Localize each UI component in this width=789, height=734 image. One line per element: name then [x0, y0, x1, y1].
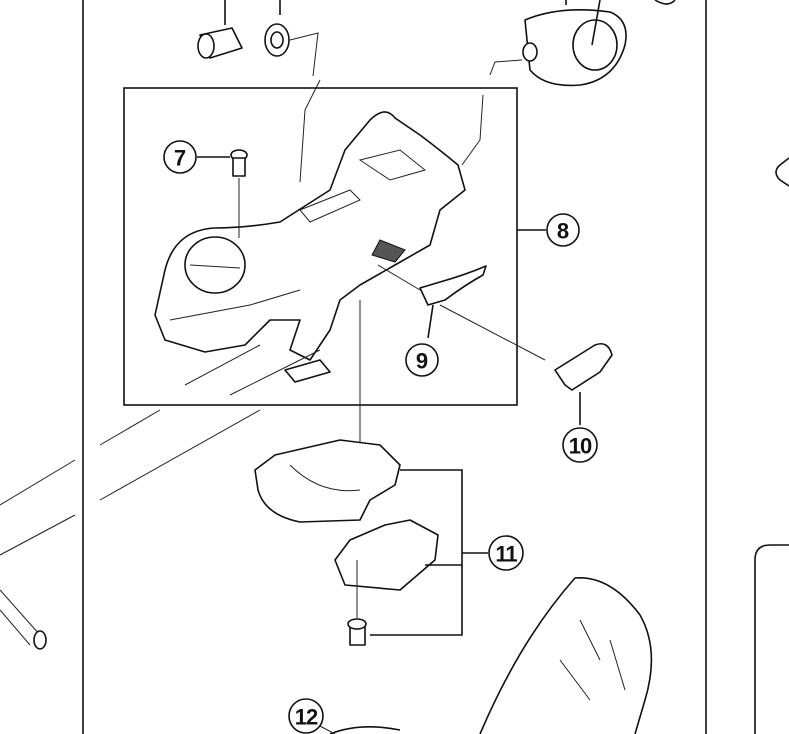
callout-7: 7: [163, 140, 197, 174]
assembly-box: [123, 87, 518, 406]
screw-7-part: [230, 149, 248, 238]
callout-9: 9: [405, 343, 439, 377]
callout-12: 12: [288, 698, 324, 734]
cap-10-part: [554, 342, 613, 425]
callout-11-label: 11: [495, 542, 517, 567]
side-panel-box: [754, 544, 789, 734]
top-bolt-part: [197, 0, 319, 77]
callout-8: 8: [546, 213, 580, 247]
left-rod-part: [0, 409, 261, 650]
lever-9-part: [377, 264, 546, 361]
callout-7-label: 7: [174, 146, 186, 171]
callout-9-label: 9: [416, 349, 428, 374]
callout-8-label: 8: [557, 219, 569, 244]
callout-10: 10: [562, 427, 598, 463]
clamp-band-part: [489, 0, 676, 87]
callout-12-label: 12: [295, 705, 318, 730]
callout-11: 11: [488, 535, 524, 571]
cover-11-part: [254, 300, 488, 646]
main-bracket-part: [154, 79, 484, 396]
hood-12-part: [317, 577, 653, 734]
callout-10-label: 10: [569, 434, 592, 459]
right-fragment-part: [775, 157, 789, 187]
